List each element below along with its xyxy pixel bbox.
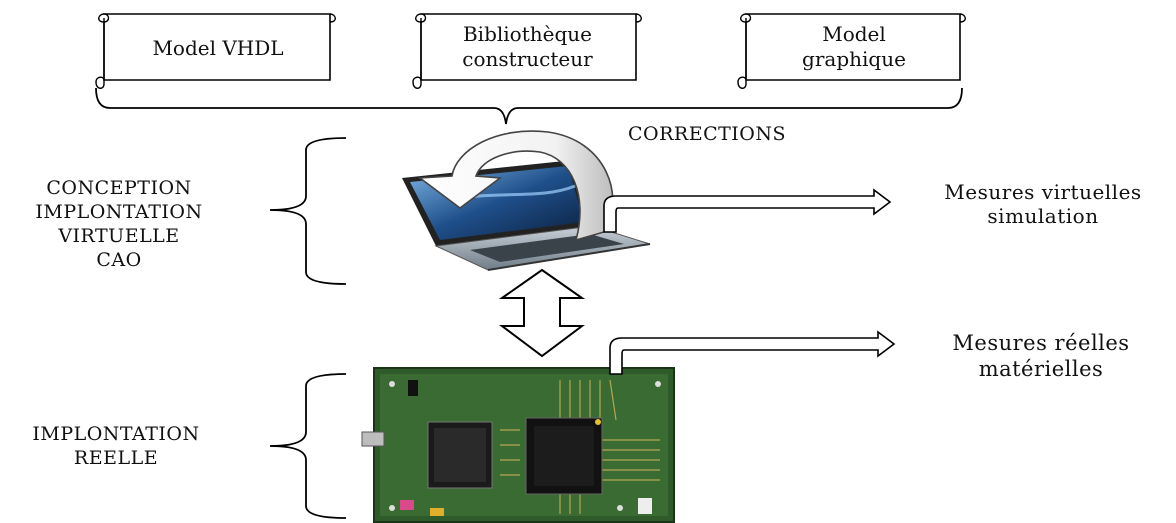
bidirectional-arrow bbox=[498, 268, 586, 358]
virtual-line-2: IMPLONTATION bbox=[35, 201, 203, 223]
corrections-label: CORRECTIONS bbox=[628, 123, 787, 145]
virtual-measures-line-1: Mesures virtuelles bbox=[944, 180, 1142, 204]
scroll-model-vhdl bbox=[95, 13, 336, 89]
scroll-model-graphique bbox=[737, 13, 966, 89]
top-brace bbox=[95, 87, 963, 125]
real-line-1: IMPLONTATION bbox=[32, 423, 200, 445]
virtual-section-label: CONCEPTION IMPLONTATION VIRTUELLE CAO bbox=[0, 176, 238, 272]
virtual-line-3: VIRTUELLE bbox=[58, 225, 180, 247]
fpga-board-image bbox=[361, 367, 675, 523]
real-measures-line-1: Mesures réelles bbox=[952, 331, 1130, 355]
real-line-2: REELLE bbox=[73, 447, 159, 469]
virtual-measures-line-2: simulation bbox=[987, 204, 1099, 228]
virtual-line-4: CAO bbox=[96, 249, 142, 271]
corrections-arrow bbox=[417, 130, 614, 242]
brace-real bbox=[269, 373, 347, 519]
scroll-bibliotheque-constructeur bbox=[412, 13, 642, 89]
arrow-to-real-measures bbox=[609, 330, 896, 375]
scroll-label-model-graphique: Model graphique bbox=[802, 22, 906, 71]
real-measures-label: Mesures réelles matérielles bbox=[916, 330, 1166, 382]
scroll-label-model-vhdl: Model VHDL bbox=[152, 36, 284, 60]
real-section-label: IMPLONTATION REELLE bbox=[0, 422, 232, 470]
real-measures-line-2: matérielles bbox=[978, 357, 1104, 381]
virtual-line-1: CONCEPTION bbox=[46, 177, 192, 199]
brace-virtual bbox=[269, 137, 347, 285]
virtual-measures-label: Mesures virtuelles simulation bbox=[912, 180, 1174, 228]
scroll-label-bibliotheque: Bibliothèque constructeur bbox=[462, 22, 593, 71]
arrow-to-virtual-measures bbox=[603, 188, 892, 233]
